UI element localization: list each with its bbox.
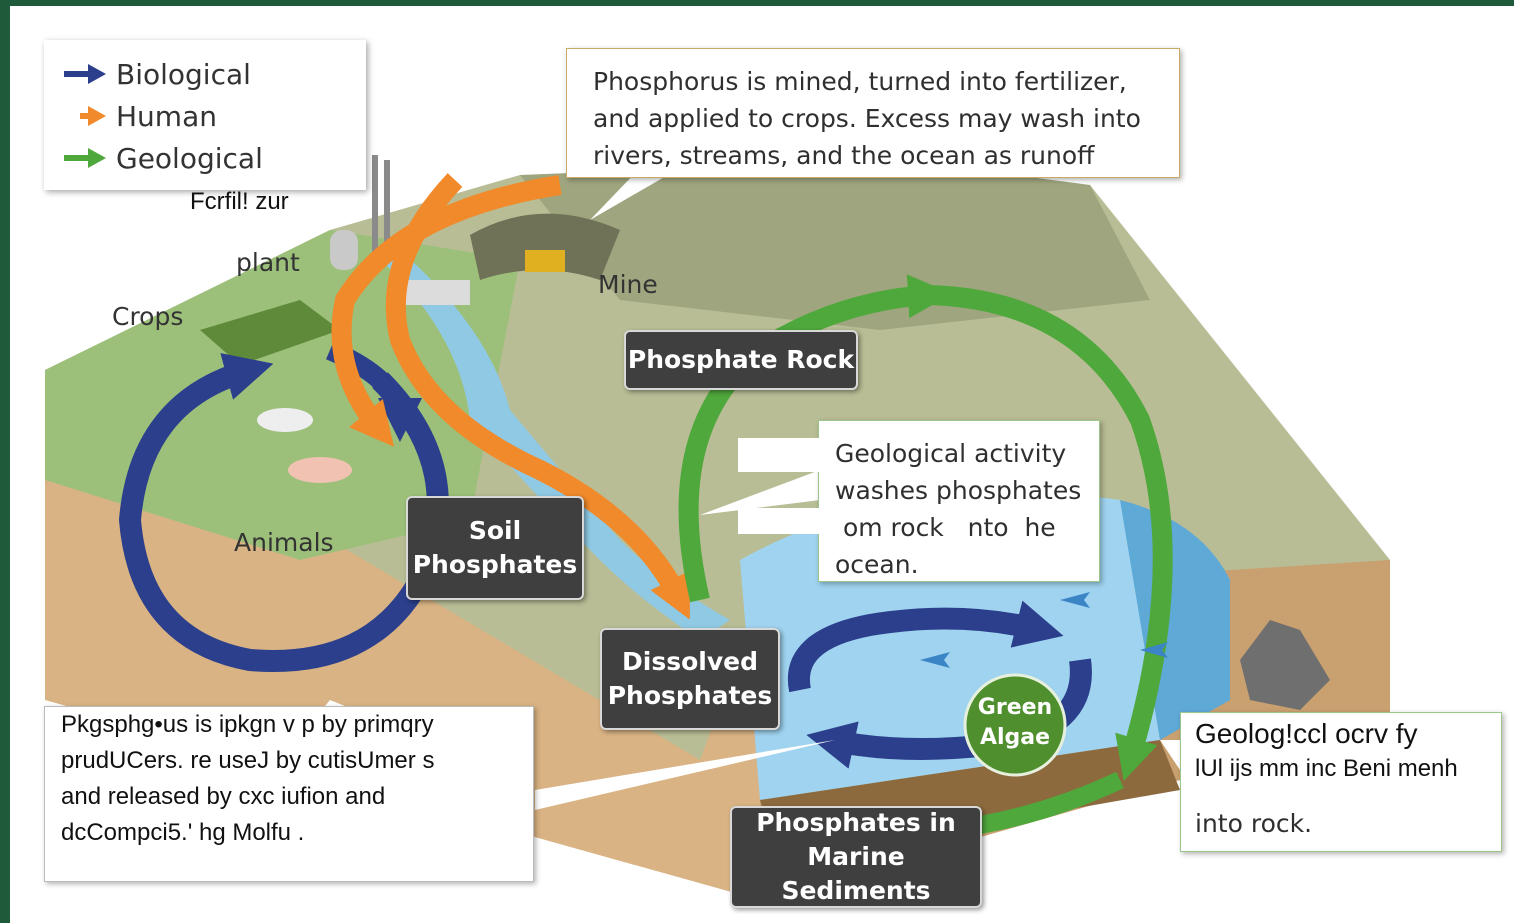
callout-geological-rock: Geolog!ccl ocrv fy lUl ijs mm inc Beni m…	[1180, 712, 1502, 852]
tag-dissolved-line-1: Dissolved	[602, 645, 778, 679]
callout-bio-line-4: dcCompci5.' hg Molfu .	[61, 815, 533, 851]
tag-dissolved-phosphates: Dissolved Phosphates	[600, 628, 780, 730]
animal-sheep	[257, 408, 313, 432]
label-mine: Mine	[598, 270, 658, 299]
tag-marine-line-2: Marine Sediments	[732, 840, 980, 908]
callout-human-line-3: rivers, streams, and the ocean as runoff	[593, 137, 1179, 174]
tag-soil-line-2: Phosphates	[408, 548, 582, 582]
label-crops: Crops	[112, 302, 183, 331]
callout-georock-line-3: into rock.	[1195, 807, 1312, 841]
callout-geo-line-4: ocean.	[835, 546, 1099, 583]
tag-soil-line-1: Soil	[408, 514, 582, 548]
algae-line-2: Algae	[965, 723, 1065, 753]
callout-bio-line-3: and released by cxc iufion and	[61, 779, 533, 815]
mine-building	[400, 280, 470, 305]
callout-human-line-2: and applied to crops. Excess may wash in…	[593, 100, 1179, 137]
callout-geo-line-1: Geological activity	[835, 435, 1099, 472]
tag-soil-phosphates: Soil Phosphates	[406, 496, 584, 600]
legend: Biological Human Geological	[44, 40, 366, 190]
green-algae-label: Green Algae	[965, 693, 1065, 753]
plant-silo	[330, 230, 358, 270]
callout-geological-activity: Geological activity washes phosphates om…	[818, 420, 1100, 582]
legend-label-geological: Geological	[116, 142, 263, 175]
green-arrow-icon	[62, 146, 108, 170]
algae-line-1: Green	[965, 693, 1065, 723]
callout-georock-line-1: Geolog!ccl ocrv fy	[1195, 715, 1418, 753]
animal-pig	[288, 457, 352, 483]
legend-label-human: Human	[116, 100, 217, 133]
tag-phosphate-rock: Phosphate Rock	[624, 330, 858, 390]
whiteout-bar-1	[738, 438, 828, 472]
label-plant: plant	[236, 248, 300, 277]
callout-bio-line-2: prudUCers. re useJ by cutisUmer s	[61, 743, 533, 779]
tag-phosphate-rock-label: Phosphate Rock	[626, 343, 856, 377]
callout-biological: Pkgsphg•us is ipkgn v p by primqry prudU…	[44, 706, 534, 882]
blue-arrow-icon	[62, 62, 108, 86]
orange-arrow-icon	[62, 104, 108, 128]
callout-human-line-1: Phosphorus is mined, turned into fertili…	[593, 63, 1179, 100]
tag-marine-sediments: Phosphates in Marine Sediments	[730, 806, 982, 908]
tag-dissolved-line-2: Phosphates	[602, 679, 778, 713]
label-fertilizer: Fcrfil! zur	[190, 188, 289, 216]
callout-georock-line-2: lUl ijs mm inc Beni menh	[1195, 753, 1458, 785]
callout-geo-line-2: washes phosphates	[835, 472, 1099, 509]
legend-item-geological: Geological	[62, 138, 263, 178]
legend-label-biological: Biological	[116, 58, 251, 91]
callout-bio-line-1: Pkgsphg•us is ipkgn v p by primqry	[61, 707, 533, 743]
mine-truck	[525, 250, 565, 272]
plant-chimney-1	[372, 155, 378, 255]
label-animals: Animals	[234, 528, 334, 557]
legend-item-human: Human	[62, 96, 217, 136]
callout-geo-line-3: om rock nto he	[835, 509, 1099, 546]
legend-item-biological: Biological	[62, 54, 251, 94]
tag-marine-line-1: Phosphates in	[732, 806, 980, 840]
whiteout-bar-2	[738, 508, 828, 534]
callout-human: Phosphorus is mined, turned into fertili…	[566, 48, 1180, 178]
